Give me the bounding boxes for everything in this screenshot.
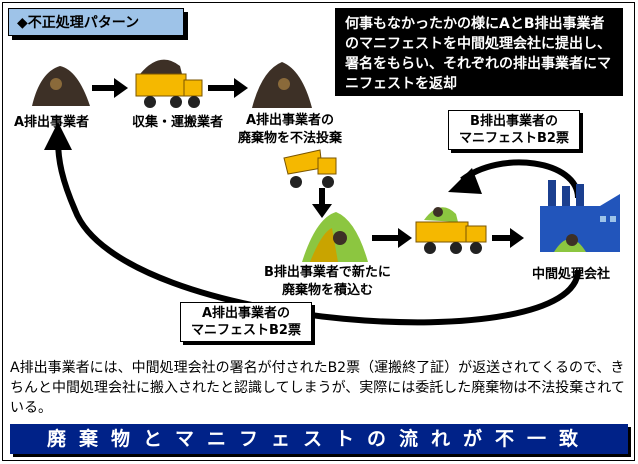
label-collector: 収集・運搬業者: [132, 115, 224, 130]
b-manifest-line2: マニフェストB2票: [459, 131, 569, 146]
label-intermediate: 中間処理会社: [532, 267, 611, 282]
waste-pile-b-icon: [302, 212, 368, 262]
collector-truck-icon: [135, 59, 203, 108]
return-arrow-to-a: [55, 139, 581, 326]
mismatch-banner: 廃棄物とマニフェストの流れが不一致: [10, 424, 628, 454]
dumping-truck-icon: [283, 149, 337, 188]
transport-truck-b-icon: [415, 207, 487, 254]
waste-pile-a-icon: [32, 66, 90, 106]
factory-to-pile-arrow-head: [448, 168, 482, 194]
arrow-a-to-collector: [92, 78, 128, 98]
return-arrow-head: [44, 122, 72, 150]
label-illegal-dumping-line2: 廃棄物を不法投棄: [238, 131, 343, 146]
a-manifest-bubble: A排出事業者の マニフェストB2票: [180, 302, 312, 342]
label-illegal-dumping-line1: A排出事業者の: [245, 113, 335, 128]
arrow-collector-to-dump: [208, 78, 248, 98]
explanation-text: A排出事業者には、中間処理会社の署名が付されたB2票（運搬終了証）が返送されてく…: [10, 360, 625, 416]
arrow-dump-down: [312, 188, 332, 218]
intermediate-factory-icon: [540, 180, 620, 252]
label-b-loads: B排出事業者で新たに 廃棄物を積込む: [264, 264, 391, 300]
a-manifest-line1: A排出事業者の: [201, 306, 291, 321]
label-emitter-a: A排出事業者: [14, 115, 90, 130]
a-manifest-line2: マニフェストB2票: [191, 323, 301, 338]
arrow-pile-to-truck: [372, 228, 412, 248]
manifest-note: 何事もなかったかの様にAとB排出事業者のマニフェストを中間処理会社に提出し、署名…: [335, 8, 623, 96]
label-b-loads-line2: 廃棄物を積込む: [281, 283, 373, 298]
factory-to-pile-arrow: [460, 159, 581, 199]
b-manifest-bubble: B排出事業者の マニフェストB2票: [448, 110, 580, 150]
label-b-loads-line1: B排出事業者で新たに: [264, 265, 391, 280]
label-illegal-dumping: A排出事業者の 廃棄物を不法投棄: [238, 112, 342, 148]
pattern-title: ◆不正処理パターン: [8, 8, 184, 36]
arrow-truck-to-factory: [492, 228, 524, 248]
b-manifest-line1: B排出事業者の: [470, 114, 558, 129]
waste-pile-dump-icon: [252, 62, 312, 108]
